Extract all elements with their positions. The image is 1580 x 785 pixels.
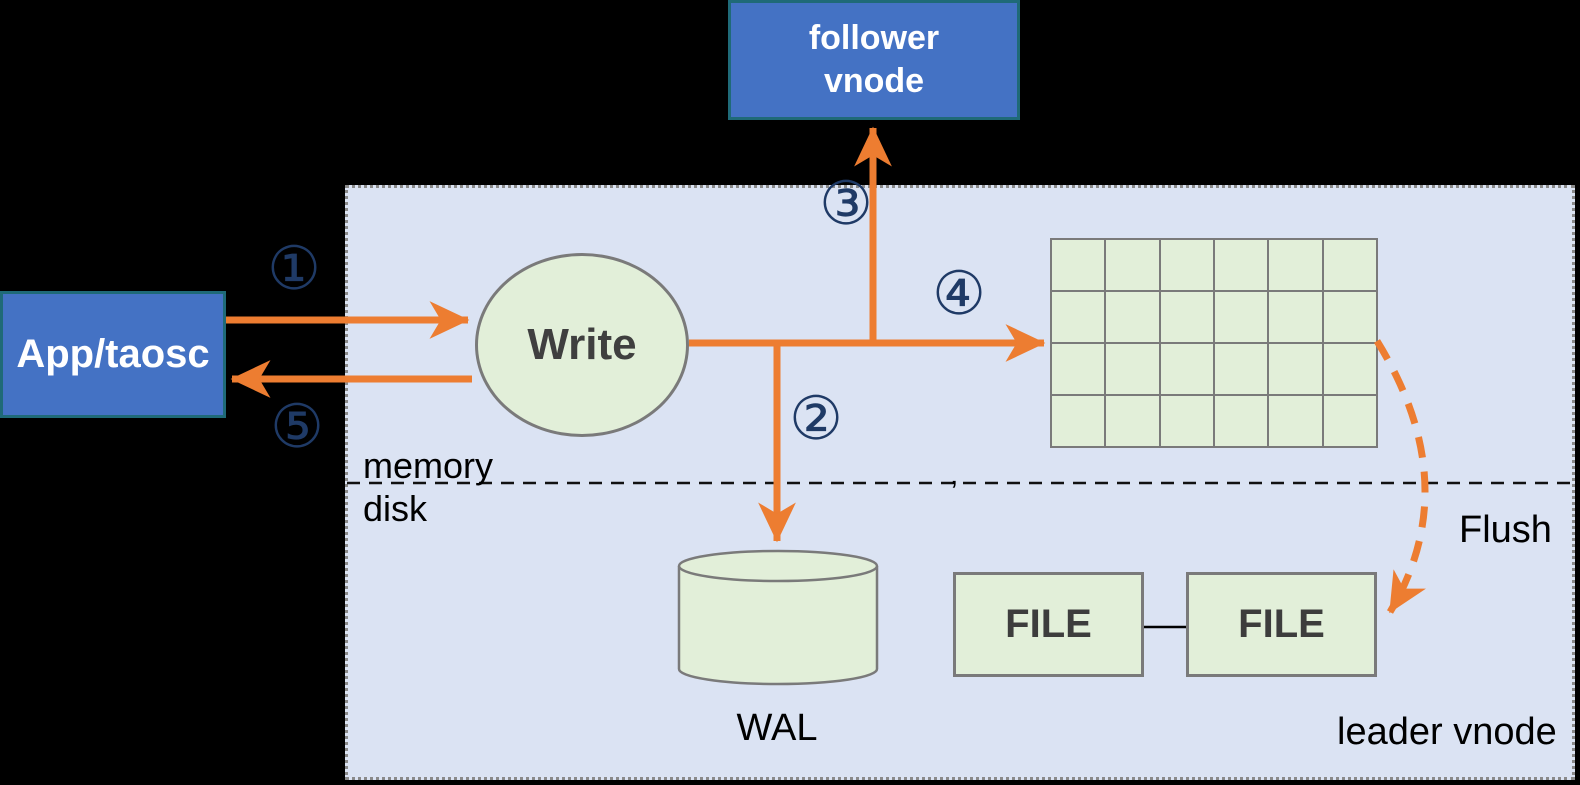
memtable-cell <box>1214 396 1268 446</box>
file-box-right: FILE <box>1186 572 1377 677</box>
file-right-label: FILE <box>1238 602 1325 646</box>
step-4-badge: ④ <box>932 259 986 329</box>
memtable-cell <box>1106 344 1159 394</box>
step-3-badge: ③ <box>819 169 873 239</box>
memtable-cell <box>1323 396 1376 446</box>
memtable-cell <box>1214 240 1268 290</box>
memtable-cell <box>1106 292 1159 342</box>
memtable-cell <box>1160 292 1213 342</box>
write-process-node: Write <box>475 253 689 437</box>
memtable-cell <box>1160 344 1213 394</box>
memtable-cell <box>1323 240 1376 290</box>
wal-label: WAL <box>736 707 818 749</box>
step-5-badge: ⑤ <box>270 392 324 462</box>
leader-vnode-label: leader vnode <box>1337 711 1557 753</box>
memtable-cell <box>1052 344 1105 394</box>
memtable-cell <box>1106 240 1159 290</box>
memtable-cell <box>1052 240 1105 290</box>
follower-vnode-label-line1: follower <box>808 19 940 57</box>
memtable-cell <box>1269 292 1322 342</box>
memtable-grid <box>1050 238 1378 448</box>
memtable-cell <box>1323 344 1376 394</box>
disk-label: disk <box>363 488 428 529</box>
file-left-label: FILE <box>1005 602 1092 646</box>
file-box-left: FILE <box>953 572 1144 677</box>
memtable-cell <box>1323 292 1376 342</box>
follower-vnode-label-line2: vnode <box>823 62 925 100</box>
memtable-cell <box>1269 344 1322 394</box>
flush-label: Flush <box>1459 509 1552 551</box>
write-label: Write <box>527 320 637 369</box>
memtable-cell <box>1214 292 1268 342</box>
app-taosc-node: App/taosc <box>0 291 226 418</box>
memtable-cell <box>1160 240 1213 290</box>
follower-vnode-node: follower vnode <box>728 0 1020 120</box>
wal-cylinder <box>677 549 879 686</box>
step-2-badge: ② <box>789 384 843 454</box>
memtable-cell <box>1214 344 1268 394</box>
memtable-cell <box>1106 396 1159 446</box>
step-1-badge: ① <box>267 234 321 304</box>
memory-label: memory <box>363 445 494 486</box>
memtable-cell <box>1052 292 1105 342</box>
memtable-cell <box>1269 396 1322 446</box>
memtable-cell <box>1269 240 1322 290</box>
app-taosc-label: App/taosc <box>16 332 210 376</box>
memtable-cell <box>1160 396 1213 446</box>
stray-comma: , <box>950 458 959 491</box>
memtable-cell <box>1052 396 1105 446</box>
